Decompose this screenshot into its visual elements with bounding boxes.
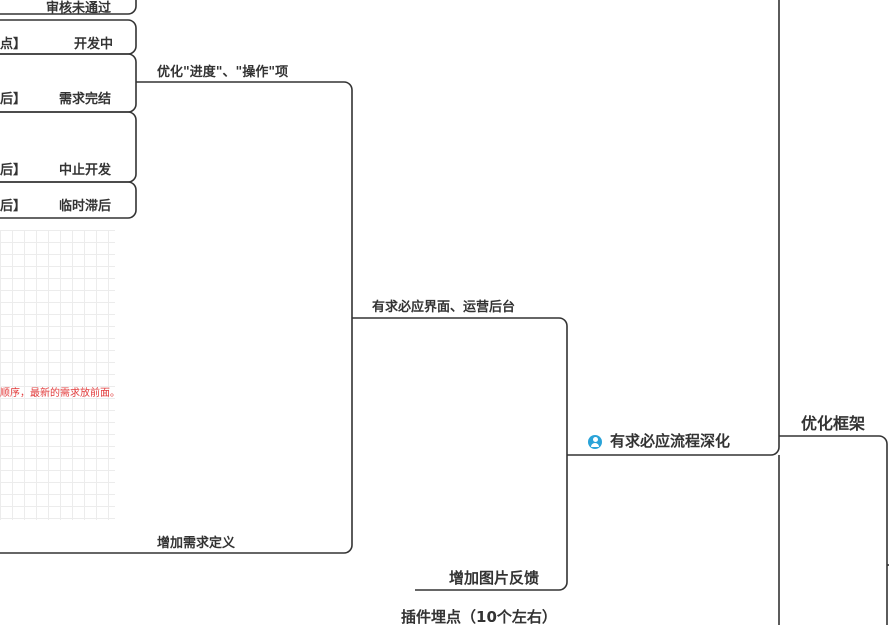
- connector-process-deepen: [567, 0, 780, 456]
- node-add-definition[interactable]: 增加需求定义: [157, 536, 236, 551]
- person-icon: [588, 434, 602, 449]
- connector-optimize-framework: [779, 435, 888, 625]
- node-process-deepen[interactable]: 有求必应流程深化: [588, 430, 730, 451]
- node-stop-dev-left: 后】: [0, 163, 27, 178]
- node-add-image-feedback[interactable]: 增加图片反馈: [449, 569, 540, 587]
- connector-add-definition: [0, 318, 353, 554]
- connector-review-failed: [0, 0, 137, 15]
- connector-ui-backend: [352, 317, 568, 455]
- node-in-dev[interactable]: 开发中: [74, 37, 114, 52]
- connector-image-feedback: [415, 455, 568, 591]
- node-in-dev-left: 点】: [0, 37, 27, 52]
- node-req-done[interactable]: 需求完结: [59, 92, 112, 107]
- node-optimize-framework[interactable]: 优化框架: [801, 414, 866, 433]
- node-temp-delay-left: 后】: [0, 199, 27, 214]
- node-optimize-progress[interactable]: 优化"进度"、"操作"项: [157, 65, 289, 80]
- node-plugin-tracking[interactable]: 插件埋点（10个左右）: [401, 608, 557, 626]
- node-temp-delay[interactable]: 临时滞后: [59, 199, 112, 214]
- node-process-deepen-label: 有求必应流程深化: [610, 432, 731, 450]
- node-review-failed[interactable]: 审核未通过: [46, 1, 112, 16]
- node-stop-dev[interactable]: 中止开发: [59, 163, 112, 178]
- red-note: 顺序，最新的需求放前面。: [0, 388, 120, 399]
- connector-optimize-progress: [136, 81, 353, 318]
- node-ui-backend[interactable]: 有求必应界面、运营后台: [372, 300, 516, 315]
- node-req-done-left: 后】: [0, 92, 27, 107]
- connector-temp-delay: [0, 181, 137, 219]
- embedded-image-grid: [0, 230, 115, 520]
